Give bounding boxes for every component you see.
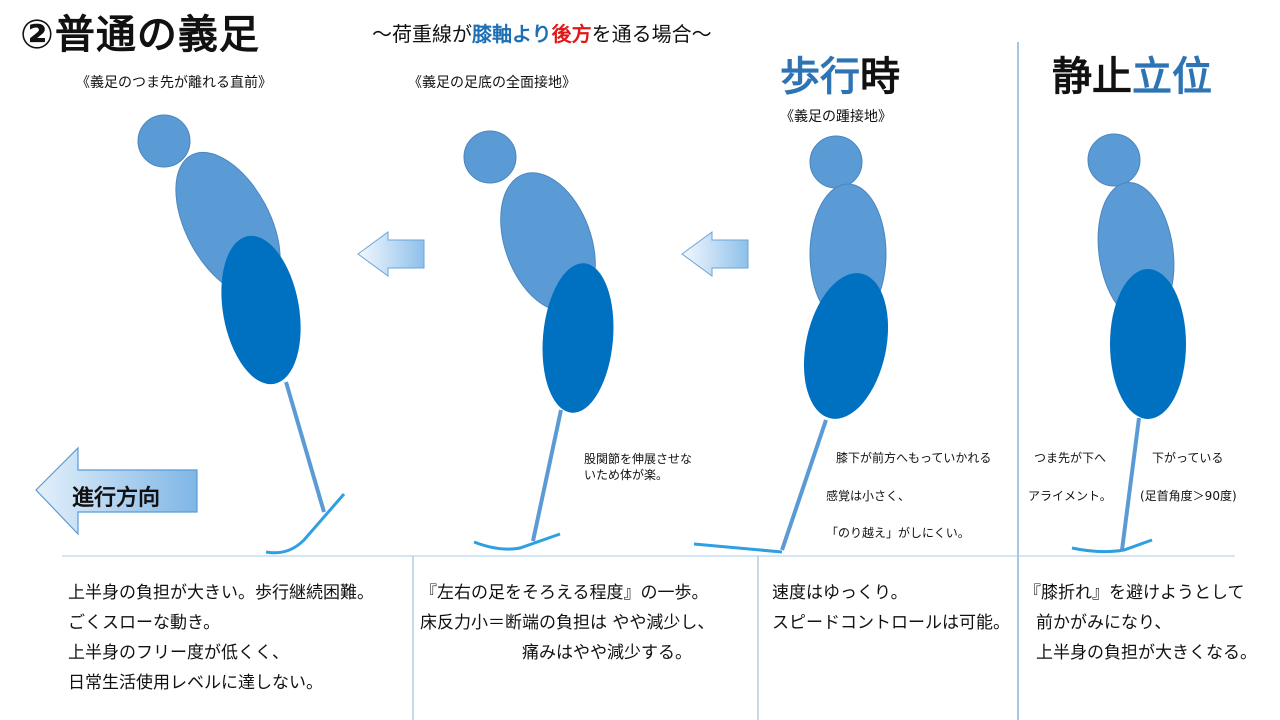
caption-heel-strike: 《義足の踵接地》 <box>780 109 892 125</box>
note-hip-1: 股関節を伸展させな <box>584 452 693 466</box>
prosthetic-foot <box>265 493 346 555</box>
thigh <box>542 263 614 413</box>
prosthetic-leg <box>531 409 563 542</box>
description-line: 上半身の負担が大きくなる。 <box>1036 643 1257 663</box>
description-line: 速度はゆっくり。 <box>772 583 908 603</box>
description-line: ごくスローな動き。 <box>68 613 221 633</box>
subtitle: ～荷重線が膝軸より後方を通る場合～ <box>372 18 712 47</box>
description-line: 日常生活使用レベルに達しない。 <box>68 673 323 693</box>
note-knee-1: 膝下が前方へもっていかれる <box>836 451 992 465</box>
description-line: 前かがみになり、 <box>1036 613 1172 633</box>
description-line: 上半身の負担が大きい。歩行継続困難。 <box>68 583 374 603</box>
description-col3: 速度はゆっくり。 スピードコントロールは可能。 <box>772 578 1010 638</box>
subtitle-suffix: を通る場合～ <box>591 22 712 46</box>
subtitle-behind: 後方 <box>551 22 592 46</box>
note-toe-down-2: アライメント。 <box>1028 489 1112 503</box>
description-line: 床反力小＝断端の負担は やや減少し、 <box>420 613 715 633</box>
head <box>1087 133 1141 187</box>
prosthetic-foot <box>693 542 783 554</box>
header-standing-black: 静止 <box>1052 54 1132 100</box>
description-line: スピードコントロールは可能。 <box>772 613 1010 633</box>
figure-heel-strike <box>693 135 889 554</box>
left-arrow-1 <box>357 231 425 277</box>
head <box>809 135 863 189</box>
prosthetic-leg <box>1120 417 1141 551</box>
caption-foot-flat: 《義足の足底の全面接地》 <box>408 75 576 91</box>
subtitle-knee-axis: 膝軸より <box>472 22 552 46</box>
header-walking-blue: 歩行 <box>780 54 860 100</box>
description-line: 痛みはやや減少する。 <box>522 643 692 663</box>
description-line: 上半身のフリー度が低くく、 <box>68 643 289 663</box>
figure-toe-off <box>137 114 346 555</box>
thigh <box>803 273 889 419</box>
head <box>463 130 517 184</box>
prosthetic-leg <box>780 419 828 551</box>
head <box>137 114 191 168</box>
header-standing-blue: 立位 <box>1132 54 1212 100</box>
note-hip-2: いため体が楽。 <box>584 468 669 482</box>
header-walking: 歩行時 <box>780 44 900 102</box>
note-down-2: (足首角度＞90度) <box>1140 489 1237 503</box>
prosthetic-foot <box>473 532 561 551</box>
description-col1: 上半身の負担が大きい。歩行継続困難。 ごくスローな動き。 上半身のフリー度が低く… <box>68 578 374 698</box>
header-walking-black: 時 <box>860 54 900 100</box>
subtitle-prefix: ～荷重線が <box>372 22 472 46</box>
direction-arrow <box>35 446 198 536</box>
figure-foot-flat <box>463 130 614 551</box>
description-col4: 『膝折れ』を避けようとして 前かがみになり、 上半身の負担が大きくなる。 <box>1024 578 1257 668</box>
prosthetic-leg <box>284 381 326 513</box>
note-knee-3: 「のり越え」がしにくい。 <box>826 526 970 540</box>
prosthetic-foot <box>1071 538 1153 554</box>
description-col2: 『左右の足をそろえる程度』の一歩。 床反力小＝断端の負担は やや減少し、 痛みは… <box>420 578 714 668</box>
description-line: 『膝折れ』を避けようとして <box>1024 583 1245 603</box>
note-knee-2: 感覚は小さく、 <box>826 489 911 503</box>
header-standing: 静止立位 <box>1052 44 1212 102</box>
description-line: 『左右の足をそろえる程度』の一歩。 <box>420 583 709 603</box>
left-arrow-2 <box>681 231 749 277</box>
page-title: ②普通の義足 <box>20 12 260 58</box>
note-down-1: 下がっている <box>1152 451 1224 465</box>
figure-standing <box>1071 133 1186 554</box>
note-toe-down-1: つま先が下へ <box>1034 451 1107 465</box>
thigh <box>221 235 301 385</box>
caption-toe-off: 《義足のつま先が離れる直前》 <box>76 75 272 91</box>
thigh <box>1110 269 1186 419</box>
direction-label: 進行方向 <box>72 486 161 511</box>
